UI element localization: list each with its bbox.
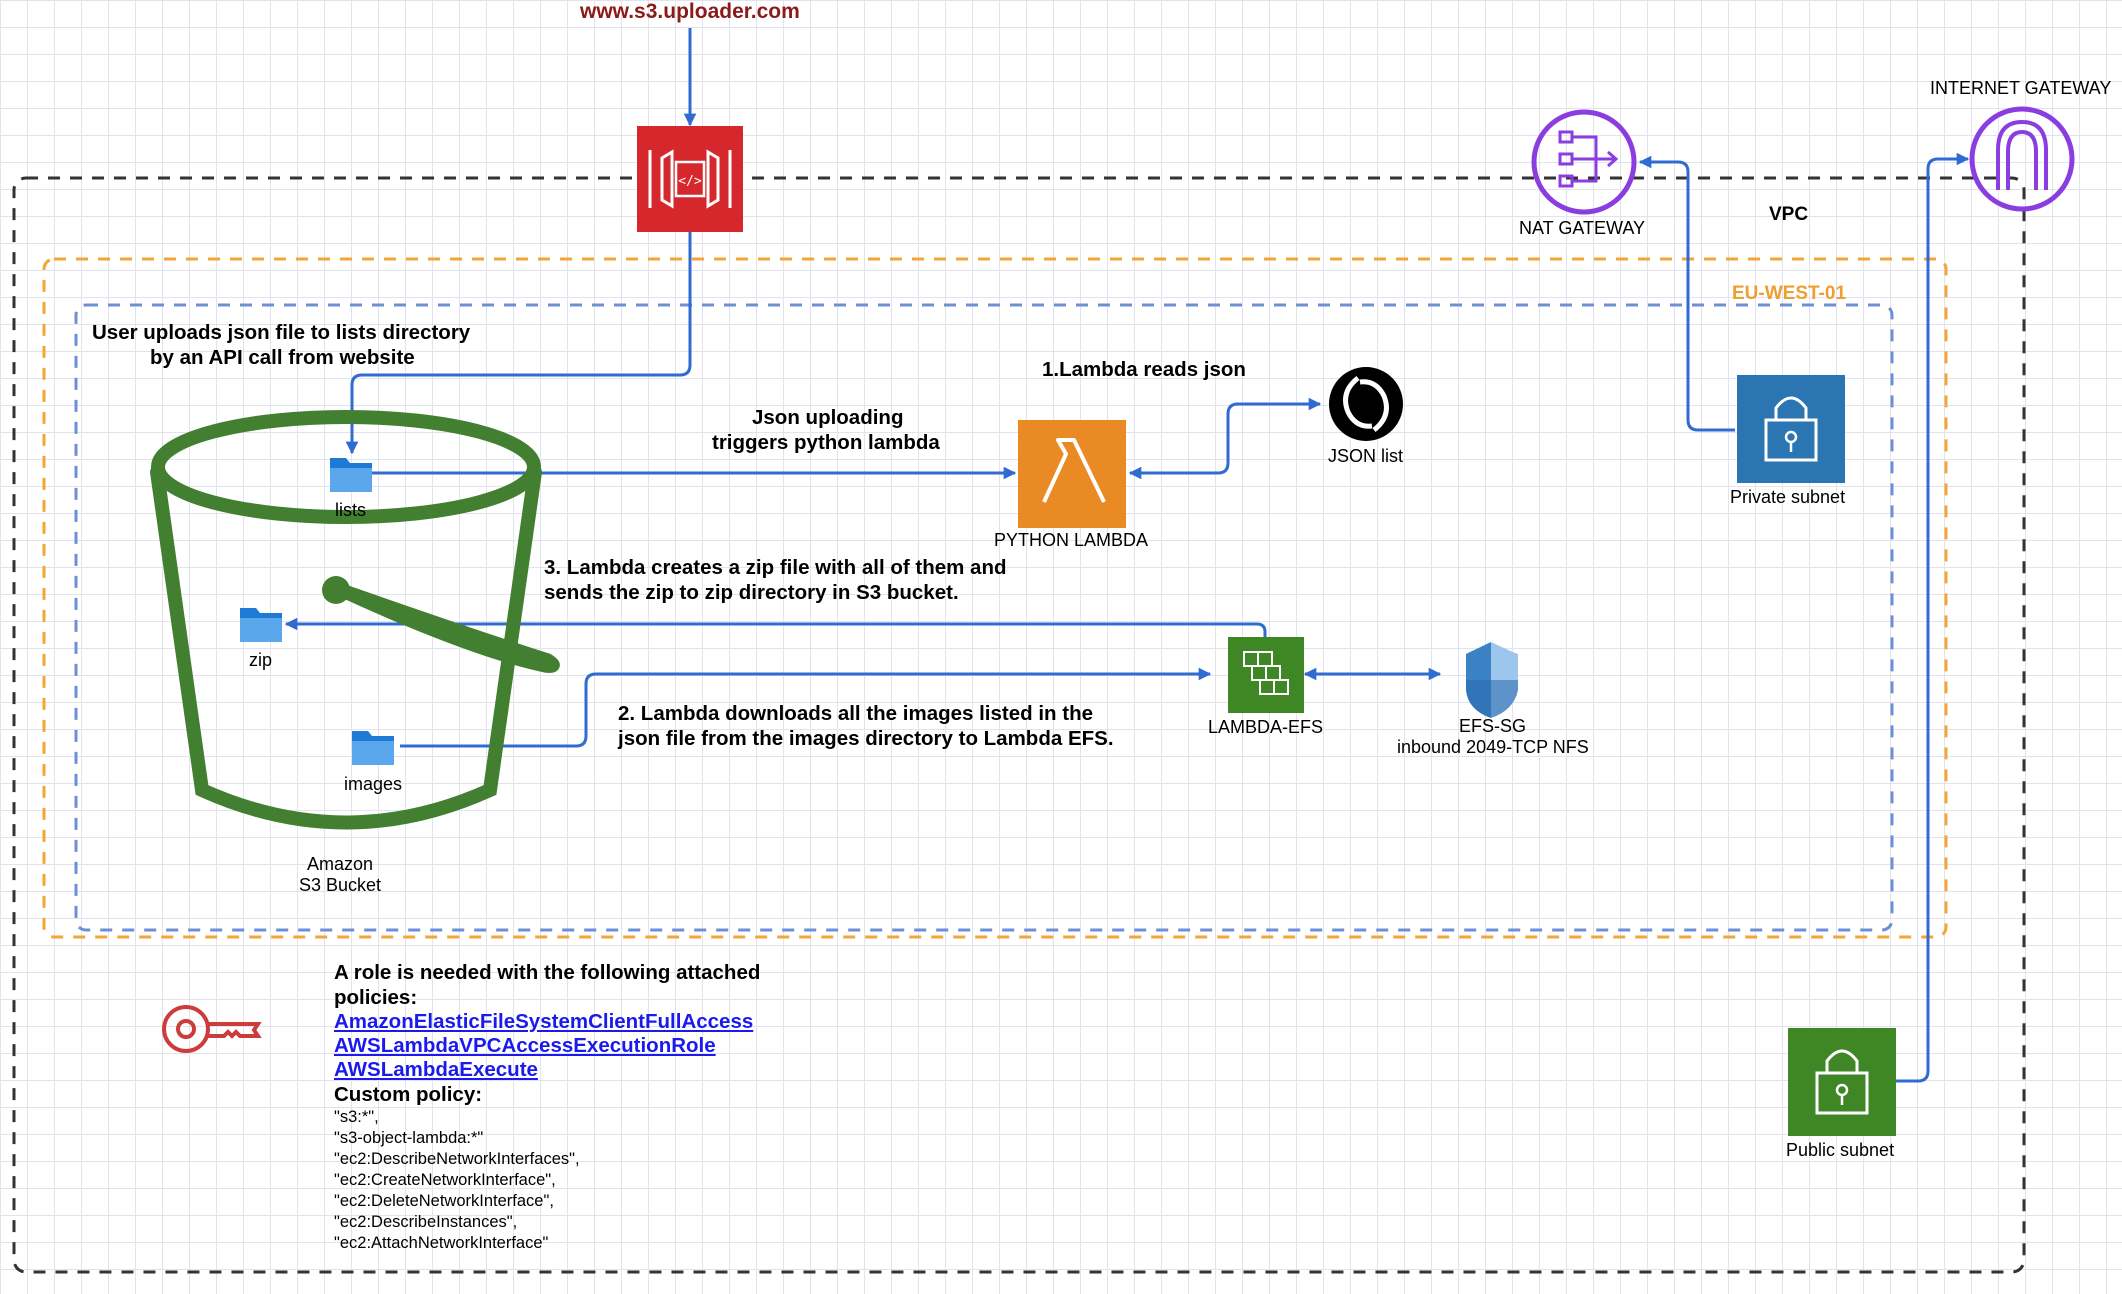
role-block: A role is needed with the following atta… (334, 960, 760, 1254)
api-gateway-icon: </> (637, 126, 743, 232)
website-url[interactable]: www.s3.uploader.com (580, 0, 800, 23)
custom-policy-title: Custom policy: (334, 1083, 483, 1106)
custom-policy-action: "s3:*", (334, 1108, 379, 1126)
public-subnet-label: Public subnet (1786, 1140, 1895, 1160)
private-subnet-icon (1737, 375, 1845, 483)
custom-policy-action: "ec2:DescribeNetworkInterfaces", (334, 1150, 580, 1168)
annotation-step2-line1: 2. Lambda downloads all the images liste… (618, 702, 1094, 725)
custom-policy-action: "ec2:DescribeInstances", (334, 1213, 518, 1231)
lambda-efs-label: LAMBDA-EFS (1208, 717, 1324, 737)
arrow-efs-to-zip (284, 617, 1267, 640)
custom-policy-action: "s3-object-lambda:*" (334, 1129, 484, 1147)
public-subnet-icon (1788, 1028, 1896, 1136)
internet-gateway-icon (1969, 106, 2075, 212)
policy-link[interactable]: AWSLambdaExecute (334, 1058, 538, 1081)
region-boundary (42, 257, 1948, 939)
region-label: EU-WEST-01 (1732, 283, 1847, 304)
folder-icon-zip (240, 608, 282, 642)
nat-gateway-icon (1531, 109, 1637, 215)
annotation-step3-line1: 3. Lambda creates a zip file with all of… (544, 556, 1007, 579)
folder-label-zip: zip (249, 650, 273, 670)
arrow-lambda-json (1128, 397, 1322, 480)
connectors (284, 28, 1970, 1083)
efs-sg-label-line2: inbound 2049-TCP NFS (1397, 737, 1589, 757)
annotation-upload-line1: User uploads json file to lists director… (92, 321, 471, 344)
nat-gateway-label: NAT GATEWAY (1519, 218, 1646, 238)
custom-policy-action: "ec2:DeleteNetworkInterface", (334, 1192, 554, 1210)
arrow-private-to-nat (1638, 155, 1735, 432)
role-line2: policies: (334, 986, 418, 1009)
custom-policy-action: "ec2:AttachNetworkInterface" (334, 1234, 549, 1252)
s3-label-line1: Amazon (307, 854, 374, 874)
annotation-step3-line2: sends the zip to zip directory in S3 buc… (544, 581, 959, 604)
folder-icon-images (352, 731, 394, 765)
folder-icon-lists (330, 458, 372, 492)
subnet-boundary (74, 303, 1894, 932)
python-lambda-label: PYTHON LAMBDA (994, 530, 1149, 550)
efs-icon (1228, 637, 1304, 713)
arrow-images-to-efs (400, 667, 1212, 748)
arrow-public-to-igw (1895, 152, 1970, 1083)
json-list-label: JSON list (1328, 446, 1404, 466)
annotation-step1: 1.Lambda reads json (1042, 358, 1246, 381)
shield-icon (1466, 642, 1518, 718)
folder-label-lists: lists (335, 500, 366, 520)
annotation-trigger-line2: triggers python lambda (712, 431, 940, 454)
vpc-boundary (12, 176, 2026, 1274)
policy-link[interactable]: AmazonElasticFileSystemClientFullAccess (334, 1010, 754, 1033)
annotation-upload-line2: by an API call from website (150, 346, 415, 369)
role-line1: A role is needed with the following atta… (334, 961, 761, 984)
s3-label-line2: S3 Bucket (299, 875, 382, 895)
private-subnet-label: Private subnet (1730, 487, 1846, 507)
vpc-label: VPC (1769, 204, 1809, 225)
folder-label-images: images (344, 774, 403, 794)
custom-policy-action: "ec2:CreateNetworkInterface", (334, 1171, 556, 1189)
annotation-step2-line2: json file from the images directory to L… (618, 727, 1114, 750)
internet-gateway-label: INTERNET GATEWAY (1930, 78, 2112, 98)
lambda-icon (1018, 420, 1126, 528)
s3-bucket-icon (150, 410, 560, 830)
json-icon (1329, 367, 1403, 441)
arrow-api-to-lists (345, 232, 692, 455)
key-icon (162, 1005, 262, 1053)
efs-sg-label-line1: EFS-SG (1459, 716, 1527, 736)
annotation-trigger-line1: Json uploading (752, 406, 904, 429)
svg-text:</>: </> (678, 174, 702, 189)
policy-link[interactable]: AWSLambdaVPCAccessExecutionRole (334, 1034, 716, 1057)
